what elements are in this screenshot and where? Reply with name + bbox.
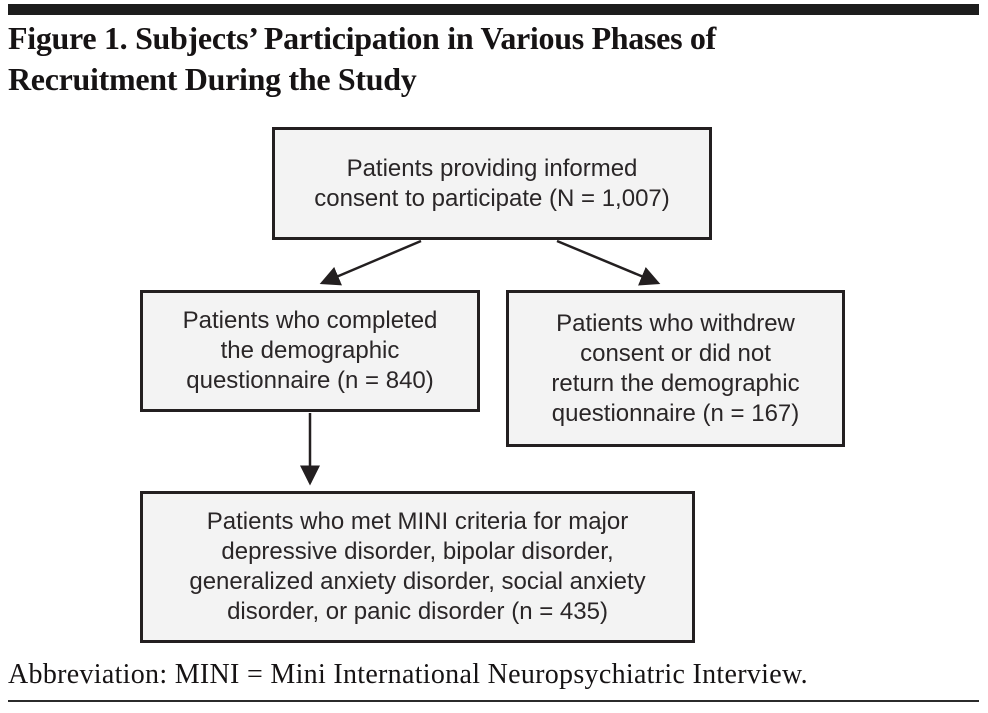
flow-box-line: Patients providing informed xyxy=(346,154,638,182)
flow-box-mini-criteria: Patients who met MINI criteria for major… xyxy=(140,491,695,643)
flow-box-line: the demographic xyxy=(220,337,400,364)
arrow-consent-to-completed xyxy=(319,239,422,286)
flow-box-line: Patients who met MINI criteria for major xyxy=(206,508,629,535)
flow-box-line: consent or did not xyxy=(580,339,771,367)
flow-box-line: questionnaire (n = 167) xyxy=(551,399,800,427)
abbreviation-note: Abbreviation: MINI = Mini International … xyxy=(8,659,808,690)
arrow-consent-to-withdrew xyxy=(556,239,661,286)
flow-box-completed-questionnaire: Patients who completed the demographic q… xyxy=(140,290,480,412)
flow-box-withdrew-consent: Patients who withdrew consent or did not… xyxy=(506,290,845,447)
flow-box-line: Patients who completed xyxy=(182,307,438,334)
flow-box-line: consent to participate (N = 1,007) xyxy=(314,184,670,212)
figure-title-line1: Figure 1. Subjects’ Participation in Var… xyxy=(8,20,716,56)
flow-box-line: disorder, or panic disorder (n = 435) xyxy=(227,598,608,625)
flow-box-line: return the demographic xyxy=(551,369,800,397)
flow-box-line: generalized anxiety disorder, social anx… xyxy=(189,568,646,595)
flow-box-line: Patients who withdrew xyxy=(556,309,795,337)
flow-box-informed-consent: Patients providing informed consent to p… xyxy=(272,127,712,240)
flow-box-line: questionnaire (n = 840) xyxy=(186,367,434,394)
figure-title: Figure 1. Subjects’ Participation in Var… xyxy=(8,18,908,100)
figure-title-line2: Recruitment During the Study xyxy=(8,61,417,97)
top-rule xyxy=(8,4,979,15)
flow-box-line: depressive disorder, bipolar disorder, xyxy=(221,538,614,565)
bottom-rule xyxy=(8,700,979,702)
